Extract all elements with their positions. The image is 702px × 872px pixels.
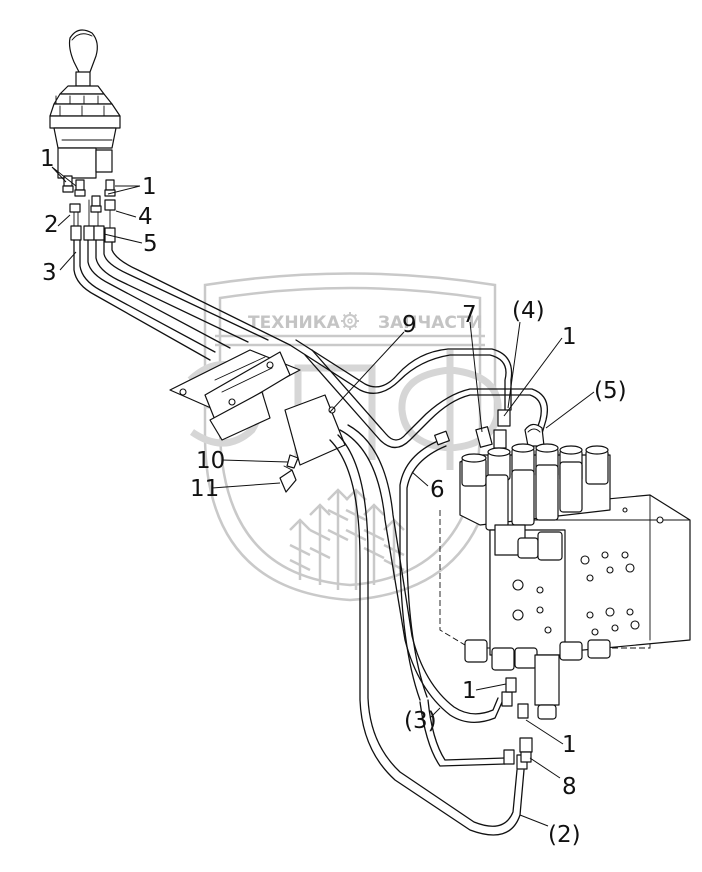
callout-7: 7 [462, 302, 477, 328]
callout-1e: 1 [562, 732, 577, 758]
callout-1c: 1 [562, 324, 577, 350]
gear-icon [341, 312, 359, 330]
mounting-bracket [169, 349, 346, 493]
callout-2: 2 [44, 212, 59, 238]
callout-6: 6 [430, 477, 445, 503]
callout-1d: 1 [462, 678, 477, 704]
watermark-left-text: ТЕХНИКА [248, 313, 341, 333]
callout-p4: (4) [512, 298, 545, 324]
valve-caps [461, 443, 609, 531]
callout-p3: (3) [404, 708, 437, 734]
leader-lines [51, 166, 595, 827]
hose-bundle-upper [73, 239, 291, 361]
watermark: ТЕХНИКА ЗАПЧАСТИ [187, 272, 502, 602]
control-valve-block [439, 443, 691, 720]
callout-1b: 1 [142, 174, 157, 200]
callout-4: 4 [138, 204, 153, 230]
callout-5: 5 [143, 231, 158, 257]
joystick [49, 29, 121, 243]
callout-10: 10 [196, 448, 225, 474]
callout-p2: (2) [548, 822, 581, 848]
joystick-fittings [62, 175, 116, 243]
callout-p5: (5) [594, 378, 627, 404]
callouts: 1 1 2 3 4 5 6 7 8 9 10 11 1 1 1 (4) (5) … [40, 146, 627, 848]
callout-9: 9 [402, 312, 417, 338]
valve-fittings-bottom [505, 677, 533, 763]
valve-fittings-top [475, 423, 545, 449]
callout-8: 8 [562, 774, 577, 800]
valve-ports [512, 507, 664, 636]
callout-11: 11 [190, 476, 219, 502]
callout-1a: 1 [40, 146, 55, 172]
callout-3: 3 [42, 260, 57, 286]
hose-long-runs [289, 339, 549, 836]
watermark-right-text: ЗАПЧАСТИ [378, 313, 483, 333]
